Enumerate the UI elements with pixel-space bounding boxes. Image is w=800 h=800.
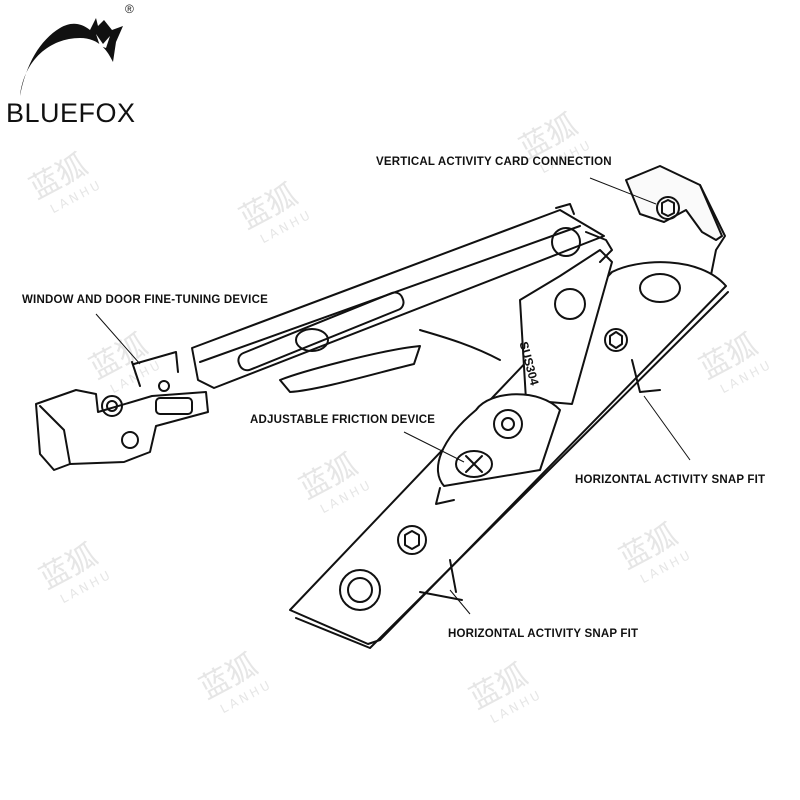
brand-name: BLUEFOX: [6, 98, 136, 128]
fine-tuning-device: [35, 351, 209, 471]
leader-friction: [403, 431, 465, 463]
callout-snap-fit-bottom: HORIZONTAL ACTIVITY SNAP FIT: [448, 628, 639, 640]
bracket-arm: [435, 249, 613, 505]
vertical-card-plate: [625, 165, 726, 281]
callout-friction: ADJUSTABLE FRICTION DEVICE: [250, 414, 436, 426]
leader-snap-right: [643, 395, 691, 461]
leader-vertical-card: [589, 177, 657, 205]
registered-mark: ®: [125, 2, 134, 16]
fox-logo-icon: [20, 18, 123, 96]
top-arm: [191, 203, 613, 393]
callout-fine-tuning: WINDOW AND DOOR FINE-TUNING DEVICE: [22, 294, 268, 306]
leader-fine-tuning: [95, 313, 141, 365]
callout-snap-fit-right: HORIZONTAL ACTIVITY SNAP FIT: [575, 474, 766, 486]
leader-snap-bottom: [449, 589, 471, 615]
callout-vertical-card: VERTICAL ACTIVITY CARD CONNECTION: [376, 156, 612, 168]
